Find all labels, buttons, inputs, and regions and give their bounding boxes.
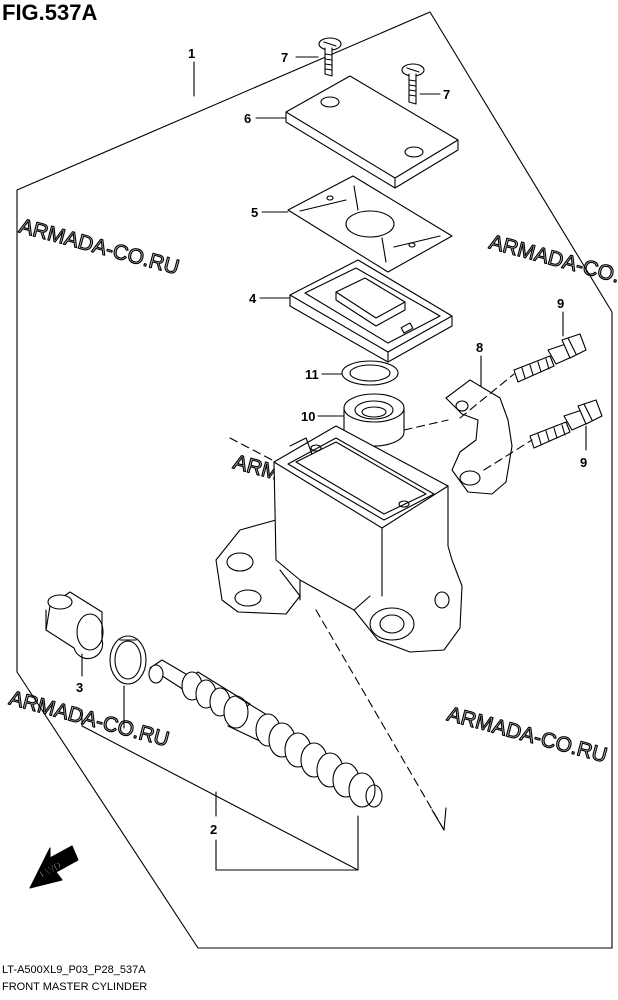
callout-7-right: 7 bbox=[443, 87, 450, 102]
callout-4: 4 bbox=[249, 291, 257, 306]
alignment-arrow bbox=[431, 807, 447, 831]
reservoir-cap bbox=[285, 75, 459, 189]
callout-1: 1 bbox=[188, 46, 195, 61]
callout-10: 10 bbox=[301, 409, 315, 424]
callout-8: 8 bbox=[476, 340, 483, 355]
screw-7-left bbox=[318, 37, 342, 77]
screw-7-right bbox=[401, 63, 425, 105]
callouts: 1 2 3 4 5 6 7 7 8 9 9 10 11 bbox=[76, 46, 587, 837]
callout-11: 11 bbox=[305, 367, 319, 382]
callout-6: 6 bbox=[244, 111, 251, 126]
alignment-lines bbox=[229, 373, 533, 831]
callout-5: 5 bbox=[251, 205, 258, 220]
group-brackets bbox=[81, 709, 359, 871]
model-code: LT-A500XL9_P03_P28_537A bbox=[2, 964, 146, 976]
piston-assembly bbox=[148, 659, 383, 808]
circlip bbox=[109, 635, 147, 685]
watermark-text: ARMADA-CO.RU bbox=[445, 703, 610, 768]
watermark-text: ARMADA-CO.RU bbox=[487, 231, 618, 296]
callout-9-lower: 9 bbox=[580, 455, 587, 470]
diaphragm bbox=[289, 259, 453, 363]
callout-9-upper: 9 bbox=[557, 296, 564, 311]
callout-7-left: 7 bbox=[281, 50, 288, 65]
figure-caption: FRONT MASTER CYLINDER bbox=[2, 981, 148, 993]
bolt-9-upper bbox=[513, 333, 587, 383]
fwd-arrow: FWD bbox=[29, 845, 79, 889]
watermark-text: ARMADA-CO.RU bbox=[7, 687, 172, 752]
callout-3: 3 bbox=[76, 680, 83, 695]
master-cylinder-body bbox=[215, 425, 463, 653]
handlebar-clamp bbox=[445, 379, 513, 495]
bolt-9-lower bbox=[529, 399, 603, 449]
assembly-frame bbox=[16, 11, 613, 949]
bushing bbox=[343, 393, 405, 447]
figure-title: FIG.537A bbox=[2, 0, 98, 25]
watermark-text: ARMADA-CO.RU bbox=[17, 215, 182, 280]
o-ring bbox=[341, 360, 399, 386]
piston-cup bbox=[45, 591, 104, 660]
callout-2: 2 bbox=[210, 822, 217, 837]
diaphragm-plate bbox=[287, 175, 453, 273]
